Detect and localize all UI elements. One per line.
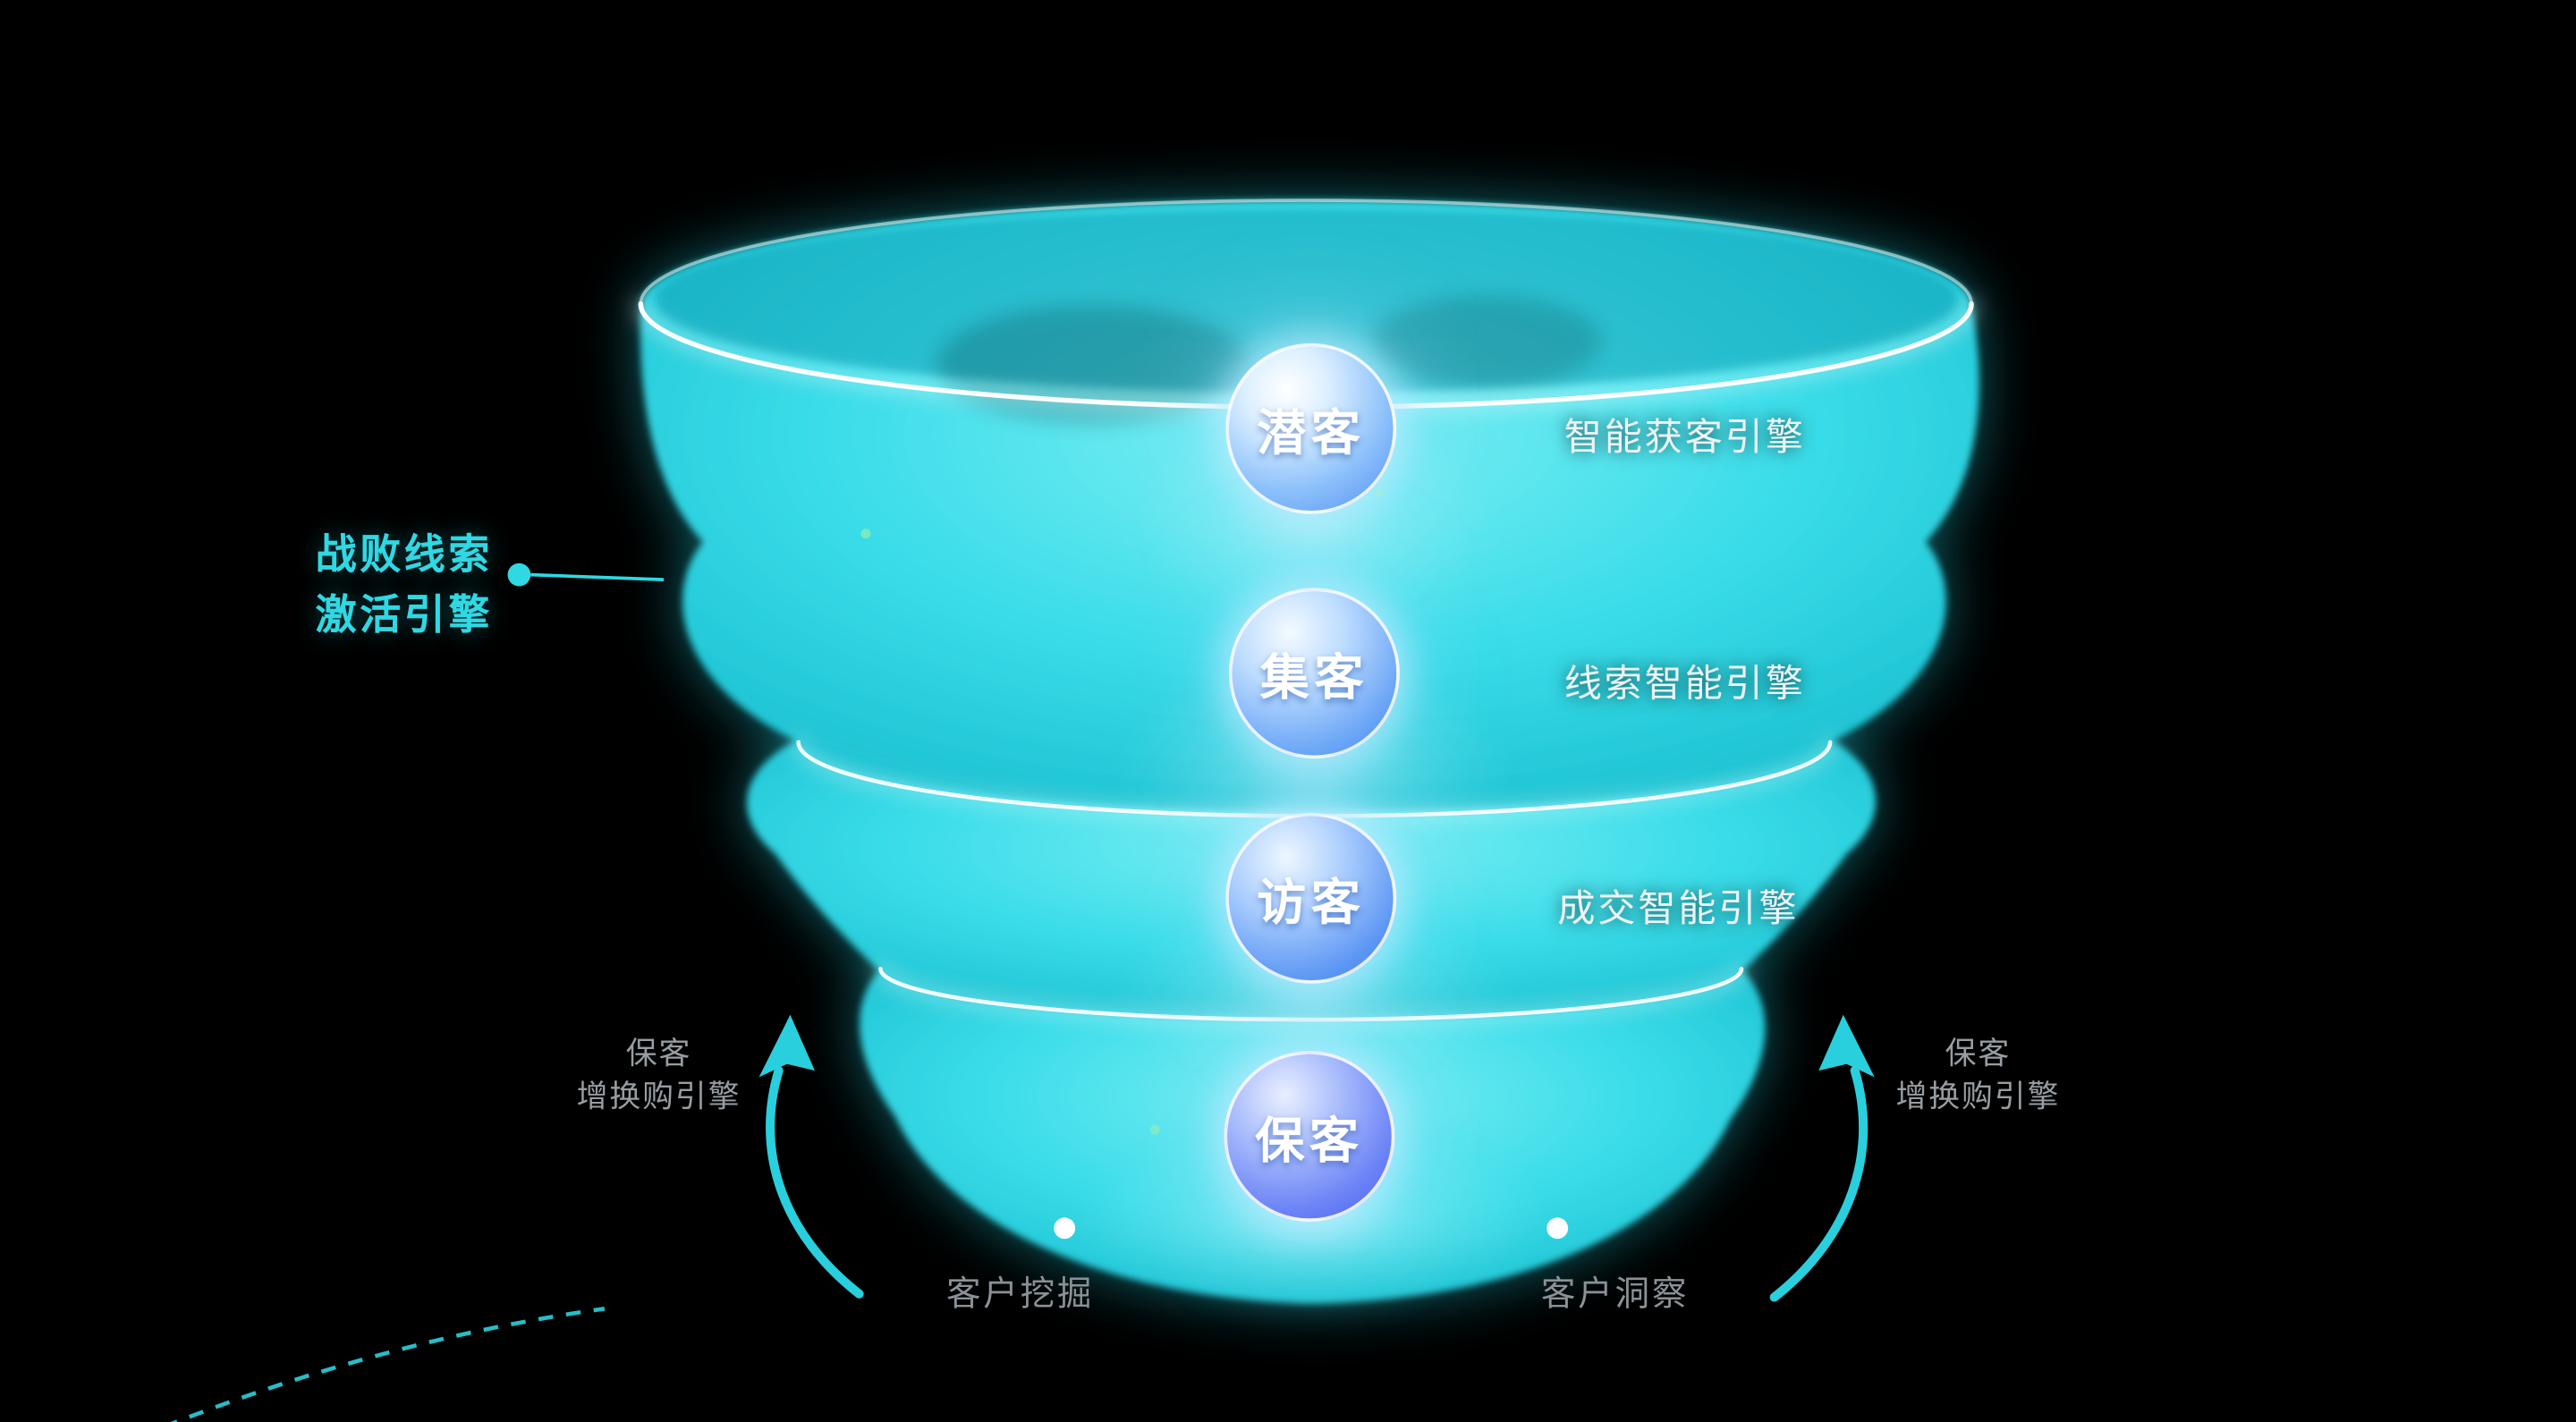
customer-insight-label: 客户洞察 <box>1540 1275 1690 1314</box>
curved-arrow-up-left-icon <box>758 1014 864 1299</box>
engine-label-lead-intelligence: 线索智能引擎 <box>1563 661 1806 705</box>
lost-lead-connector <box>507 563 665 587</box>
customer-mining-label: 客户挖掘 <box>945 1275 1095 1314</box>
lost-lead-engine-line1: 战败线索 <box>315 531 494 579</box>
lost-lead-engine-line2: 激活引擎 <box>315 592 494 639</box>
stage-badge-prospect-label: 潜客 <box>1257 407 1366 461</box>
stage-badge-prospect: 潜客 <box>1225 343 1397 514</box>
connector-dot <box>507 563 531 587</box>
stage-badge-customer-label: 保客 <box>1255 1114 1364 1170</box>
curved-arrow-up-right-icon <box>1769 1014 1875 1302</box>
funnel-mouth-shadow <box>1371 295 1602 388</box>
stage-badge-customer: 保客 <box>1224 1051 1395 1223</box>
retention-engine-label-right: 保客 增换购引擎 <box>1820 1035 2136 1120</box>
retention-engine-right-line2: 增换购引擎 <box>1895 1080 2061 1115</box>
stage-badge-visitor-label: 访客 <box>1257 876 1366 932</box>
marker-dot-left <box>1054 1217 1076 1240</box>
stage-badge-lead-label: 集客 <box>1259 651 1368 707</box>
retention-engine-label-left: 保客 增换购引擎 <box>501 1035 817 1120</box>
retention-engine-left-line1: 保客 <box>625 1037 692 1072</box>
retention-engine-left-line2: 增换购引擎 <box>576 1080 741 1115</box>
rim-separator-2 <box>878 966 1744 1022</box>
stage-badge-lead: 集客 <box>1228 588 1400 759</box>
dashed-return-arc <box>170 1307 606 1422</box>
retention-engine-right-line1: 保客 <box>1945 1037 2012 1072</box>
lost-lead-engine-label: 战败线索 激活引擎 <box>247 526 563 648</box>
stage-badge-visitor: 访客 <box>1225 812 1397 984</box>
connector-line <box>530 572 665 581</box>
engine-label-acquisition: 智能获客引擎 <box>1563 415 1806 459</box>
funnel-speckles <box>860 488 1385 1135</box>
engine-label-deal-intelligence: 成交智能引擎 <box>1557 886 1800 930</box>
marker-dot-right <box>1546 1217 1569 1240</box>
